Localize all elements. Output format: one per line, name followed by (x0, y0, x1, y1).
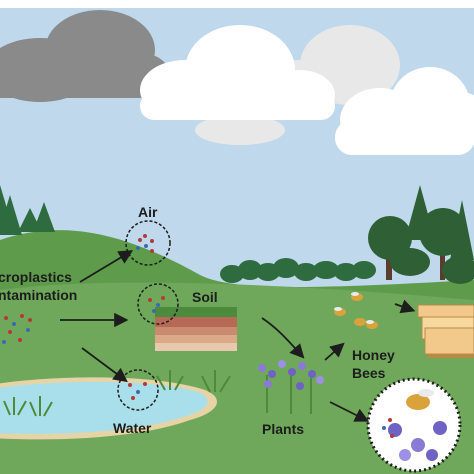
bee-icon (334, 292, 378, 329)
label-honey-bees-line2: Bees (352, 365, 386, 381)
label-soil: Soil (192, 289, 218, 305)
label-contamination-line2: ntamination (0, 287, 78, 303)
tree-icon (0, 185, 55, 235)
arrow-icon (60, 250, 416, 422)
label-plants: Plants (262, 421, 305, 437)
label-air: Air (138, 204, 158, 220)
forest-icon (368, 185, 474, 284)
beehive-icon (417, 304, 474, 358)
white-cloud-icon (335, 67, 474, 155)
microplastic-particles (2, 234, 394, 438)
magnifier-circle-icon (117, 220, 179, 411)
soil-block (155, 307, 237, 351)
label-honey-bees-line1: Honey (352, 347, 395, 363)
label-contamination-line1: croplastics (0, 269, 72, 285)
dark-cloud-icon (0, 10, 170, 102)
label-water: Water (113, 420, 152, 436)
tree-line-icon (220, 258, 376, 283)
pond (0, 377, 217, 440)
magnifier-circle-large-icon (366, 377, 462, 473)
flower-icon (258, 360, 324, 414)
white-cloud-icon (140, 25, 335, 120)
grass-tufts (3, 370, 231, 417)
